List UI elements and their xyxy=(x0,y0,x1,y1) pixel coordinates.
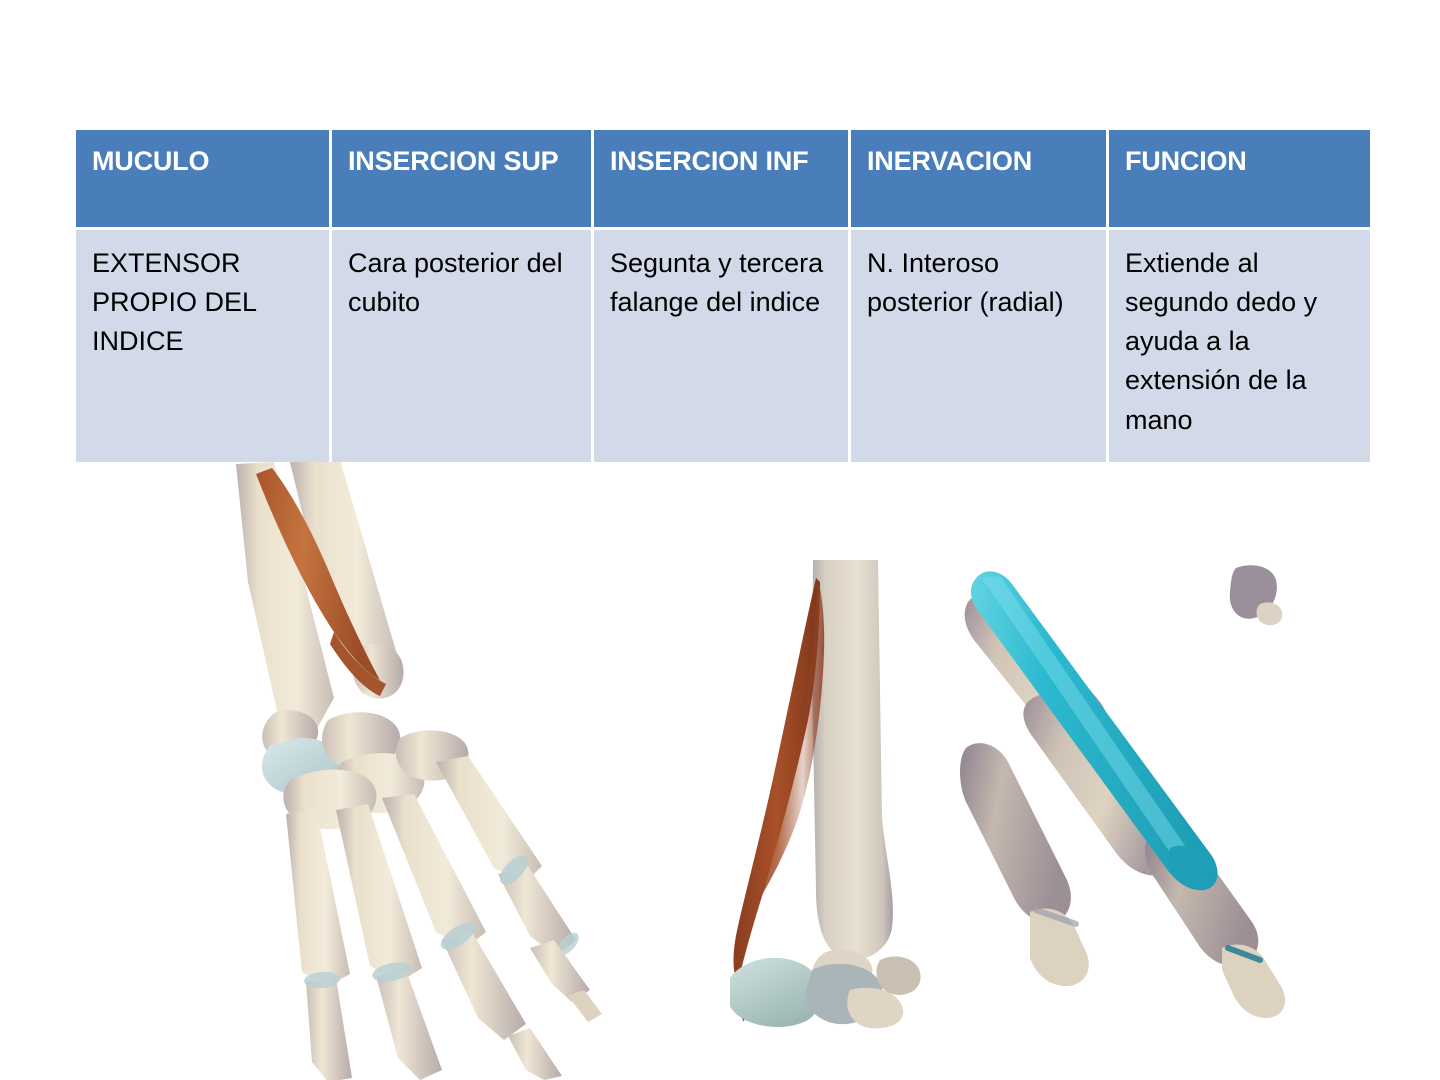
cell-funcion: Extiende al segundo dedo y ayuda a la ex… xyxy=(1109,230,1370,462)
cell-insercion-inf: Segunta y tercera falange del indice xyxy=(594,230,851,462)
table-header-row: MUCULO INSERCION SUP INSERCION INF INERV… xyxy=(76,130,1370,230)
carpal-bones-base xyxy=(730,956,921,1029)
forearm-bones-group xyxy=(236,462,404,760)
figure-index-finger-with-extensor-tendon xyxy=(960,560,1300,1030)
figure-hand-skeleton-with-extensor-indicis xyxy=(230,462,630,1080)
proximal-phalanges-group xyxy=(306,866,576,1080)
ulna-shaft xyxy=(812,560,893,994)
finger-joint-caps xyxy=(304,855,579,989)
cell-musculo: EXTENSOR PROPIO DEL INDICE xyxy=(76,230,332,462)
column-header-funcion: FUNCION xyxy=(1109,130,1370,230)
extensor-indicis-muscle xyxy=(256,468,386,696)
column-header-musculo: MUCULO xyxy=(76,130,332,230)
muscle-data-table: MUCULO INSERCION SUP INSERCION INF INERV… xyxy=(76,130,1370,462)
column-header-inervacion: INERVACION xyxy=(851,130,1109,230)
figure-ulna-with-extensor-indicis-muscle xyxy=(730,560,930,1030)
metacarpals-group xyxy=(286,756,542,986)
column-header-insercion-inf: INSERCION INF xyxy=(594,130,851,230)
bone-fragment-top-right xyxy=(1229,565,1283,626)
cell-insercion-sup: Cara posterior del cubito xyxy=(332,230,594,462)
column-header-insercion-sup: INSERCION SUP xyxy=(332,130,594,230)
distal-phalanges-group xyxy=(508,940,602,1080)
adjacent-finger-bone xyxy=(960,743,1089,986)
extensor-indicis-tendon xyxy=(970,571,1218,891)
cell-inervacion: N. Interoso posterior (radial) xyxy=(851,230,1109,462)
extensor-indicis-muscle-belly xyxy=(733,578,825,1022)
table-row: EXTENSOR PROPIO DEL INDICE Cara posterio… xyxy=(76,230,1370,462)
